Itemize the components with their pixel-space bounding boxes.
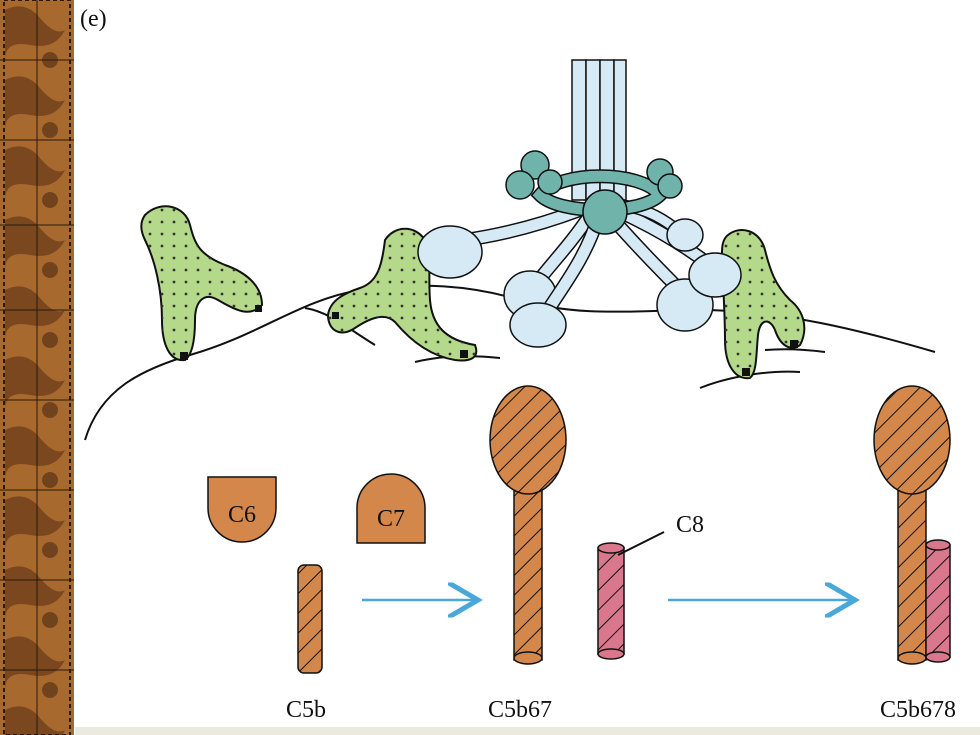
bottom-band: [75, 727, 980, 735]
panel-label: (e): [80, 6, 107, 32]
c6-shape: C6: [207, 476, 277, 543]
side-strip: [0, 0, 74, 735]
green-molecule-left: [140, 205, 264, 362]
c8-rod: [597, 542, 625, 660]
c5b678-molecule: [873, 385, 951, 665]
c8-leader-line: [617, 531, 665, 556]
c8-label: C8: [676, 512, 704, 538]
c6-label: C6: [228, 502, 256, 528]
c5b-rod: [297, 564, 323, 674]
c5b67-molecule: [489, 385, 567, 665]
c7-shape: C7: [356, 473, 426, 544]
c1-complex: [417, 59, 742, 348]
c5b678-label: C5b678: [880, 697, 956, 723]
green-molecule-right: [720, 229, 806, 380]
c5b-label: C5b: [286, 697, 326, 723]
c7-label: C7: [377, 506, 405, 532]
c5b67-label: C5b67: [488, 697, 552, 723]
